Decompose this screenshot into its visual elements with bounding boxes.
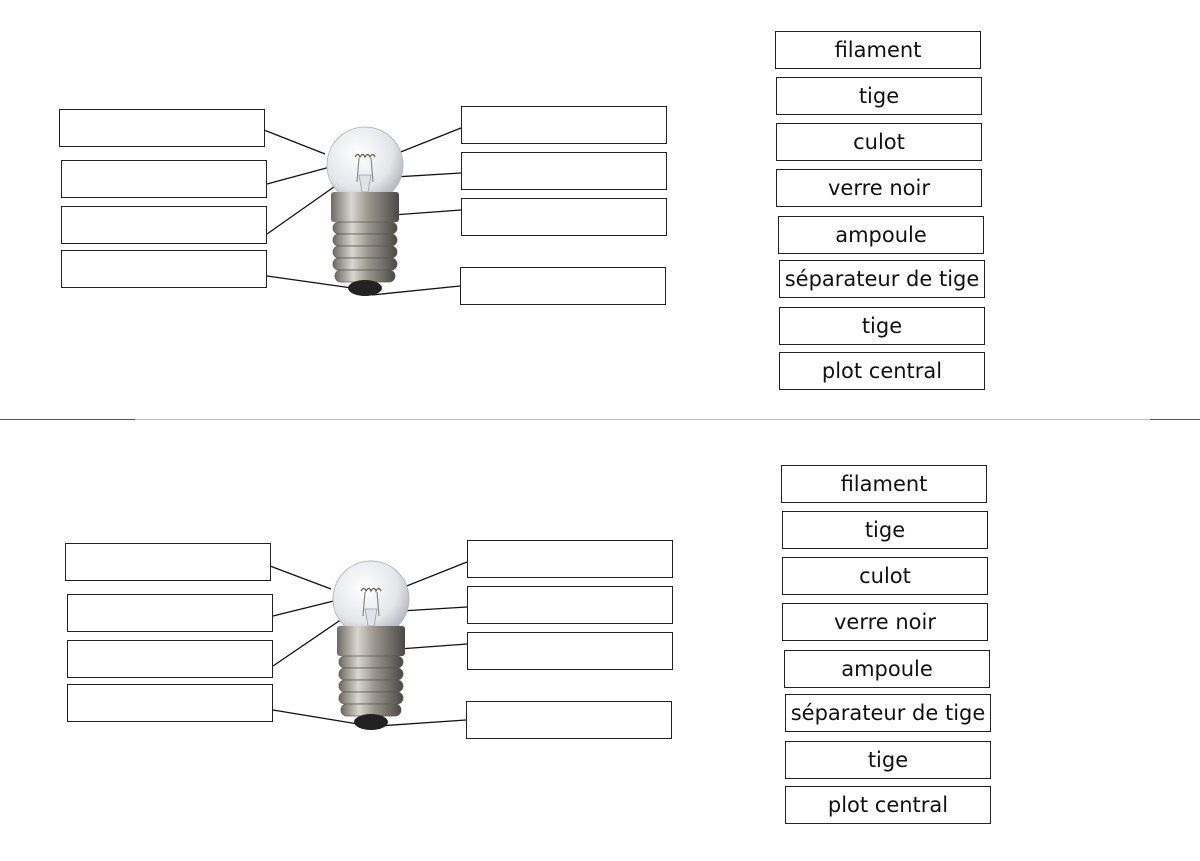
cut-line-left [0,419,135,420]
word-bank-culot[interactable]: culot [782,557,988,595]
word-bank-filament[interactable]: filament [775,31,981,69]
worksheet-bottom: filament tige culot verre noir ampoule s… [0,434,1200,854]
answer-blank-right-3[interactable] [467,632,673,670]
word-bank-plot-central[interactable]: plot central [785,786,991,824]
answer-blank-left-1[interactable] [59,109,265,147]
word-bank-separateur-de-tige[interactable]: séparateur de tige [785,694,991,732]
cut-line-right [1150,419,1200,420]
leader-lines [269,561,468,727]
answer-blank-left-3[interactable] [67,640,273,678]
answer-blank-left-2[interactable] [61,160,267,198]
cut-line-middle [135,419,1150,420]
word-bank-tige[interactable]: tige [776,77,982,115]
answer-blank-right-1[interactable] [461,106,667,144]
answer-blank-right-3[interactable] [461,198,667,236]
worksheet-top: filament tige culot verre noir ampoule s… [0,0,1200,420]
answer-blank-right-4[interactable] [460,267,666,305]
answer-blank-right-1[interactable] [467,540,673,578]
word-bank-tige-2[interactable]: tige [785,741,991,779]
word-bank-verre-noir[interactable]: verre noir [782,603,988,641]
answer-blank-right-2[interactable] [467,586,673,624]
light-bulb-image [326,126,404,296]
word-bank-plot-central[interactable]: plot central [779,352,985,390]
word-bank-culot[interactable]: culot [776,123,982,161]
answer-blank-left-2[interactable] [67,594,273,632]
word-bank-filament[interactable]: filament [781,465,987,503]
answer-blank-left-3[interactable] [61,206,267,244]
answer-blank-left-4[interactable] [61,250,267,288]
light-bulb-image [332,560,410,730]
word-bank-verre-noir[interactable]: verre noir [776,169,982,207]
answer-blank-right-2[interactable] [461,152,667,190]
word-bank-separateur-de-tige[interactable]: séparateur de tige [779,260,985,298]
word-bank-ampoule[interactable]: ampoule [778,216,984,254]
word-bank-tige-2[interactable]: tige [779,307,985,345]
answer-blank-right-4[interactable] [466,701,672,739]
answer-blank-left-1[interactable] [65,543,271,581]
word-bank-ampoule[interactable]: ampoule [784,650,990,688]
word-bank-tige[interactable]: tige [782,511,988,549]
leader-lines [263,127,462,296]
answer-blank-left-4[interactable] [67,684,273,722]
